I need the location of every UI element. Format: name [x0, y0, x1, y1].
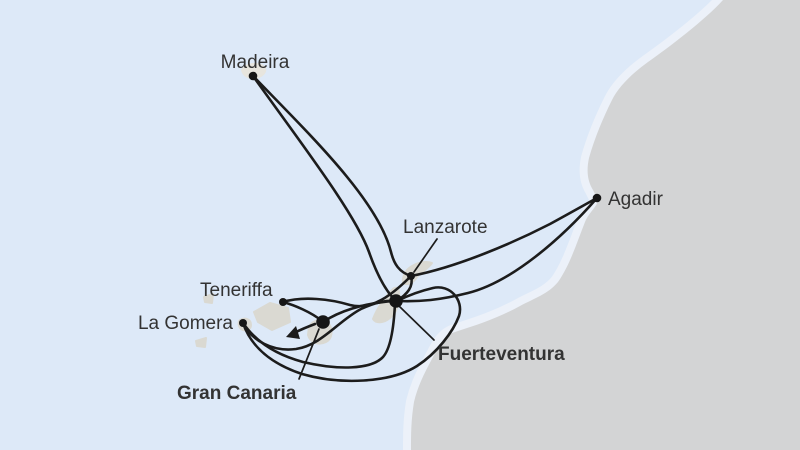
port-dot-fuerteventura: [389, 294, 403, 308]
port-dot-teneriffa: [279, 298, 287, 306]
port-dot-gran-canaria: [316, 315, 330, 329]
route-segment-teneriffa-lanzarote: [281, 275, 412, 308]
gran-canaria-leader: [298, 328, 320, 380]
direction-arrow-icon: [286, 326, 300, 339]
port-label-gran-canaria: Gran Canaria: [177, 383, 297, 404]
lanzarote-leader: [413, 238, 438, 273]
port-dot-agadir: [592, 193, 602, 203]
la-palma-island: [203, 293, 214, 304]
africa-coast: [411, 0, 800, 450]
port-label-la-gomera: La Gomera: [138, 313, 233, 334]
route-segment-agadir-fuerteventura: [395, 196, 599, 303]
port-dot-la-gomera: [239, 319, 247, 327]
port-dot-madeira: [248, 71, 258, 81]
route-segment-la-gomera-fuerteventura-loop: [241, 301, 397, 369]
route-segment-la-gomera-fuerteventura-outer-loop: [241, 286, 462, 383]
port-dot-lanzarote: [407, 272, 415, 280]
port-label-agadir: Agadir: [608, 189, 664, 210]
port-label-fuerteventura: Fuerteventura: [438, 344, 565, 365]
port-label-madeira: Madeira: [221, 52, 290, 73]
fuerteventura-leader: [398, 305, 435, 341]
route-segment-lanzarote-agadir: [409, 196, 599, 278]
port-label-lanzarote: Lanzarote: [403, 217, 488, 238]
route-segment-madeira-fuerteventura: [251, 74, 397, 302]
madeira-island: [241, 62, 267, 80]
tenerife-island: [253, 302, 291, 331]
port-label-teneriffa: Teneriffa: [200, 280, 273, 301]
route-segment-madeira-lanzarote: [251, 74, 413, 278]
el-hierro-island: [195, 337, 207, 348]
